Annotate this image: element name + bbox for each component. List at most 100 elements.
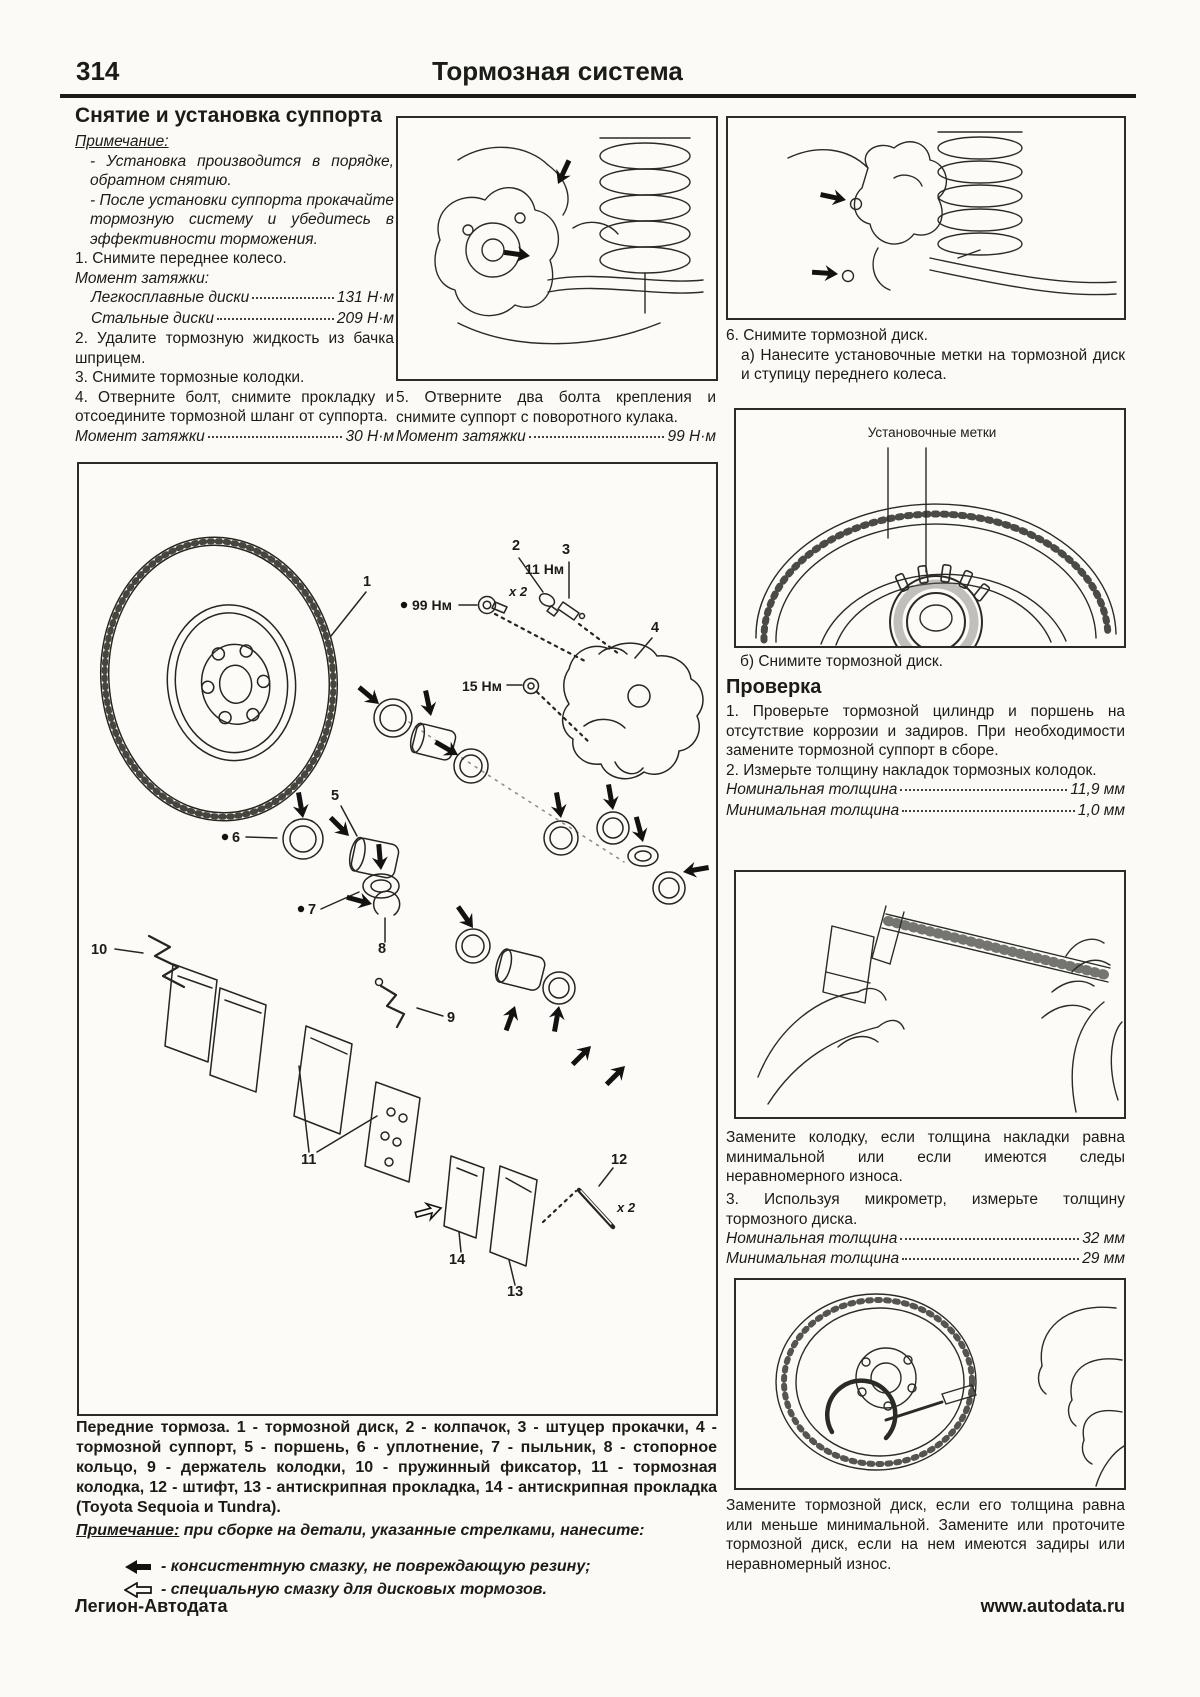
torque-label: 11 Нм <box>525 561 564 577</box>
note-text: Замените колодку, если толщина накладки … <box>726 1129 1125 1186</box>
step6b-block: б) Снимите тормозной диск. <box>740 652 1125 672</box>
page-number: 314 <box>76 56 120 86</box>
substep: а) Нанесите установочные метки на тормоз… <box>741 346 1125 384</box>
spec-value: 209 Н·м <box>336 309 394 327</box>
parts-list: Передние тормоза. 1 - тормозной диск, 2 … <box>76 1419 717 1516</box>
legend-solid-arrow: - консистентную смазку, не повреждающую … <box>76 1557 717 1577</box>
multiplier-label: x 2 <box>508 584 528 599</box>
torque-label: Момент затяжки: <box>75 269 210 287</box>
check-heading: Проверка <box>726 676 822 698</box>
outline-arrow-icon <box>124 1582 152 1598</box>
disc-measure-drawing <box>775 1293 1124 1487</box>
step: 4. Отверните болт, снимите прокладку и о… <box>75 388 394 426</box>
spec-label: Минимальная толщина <box>726 1250 900 1268</box>
step: 2. Измерьте толщину накладок тормозных к… <box>726 761 1097 779</box>
part-number: 2 <box>512 538 520 554</box>
legend-text: - консистентную смазку, не повреждающую … <box>161 1558 591 1575</box>
section-heading: Снятие и установка суппорта <box>75 104 382 127</box>
legend-outline-arrow: - специальную смазку для дисковых тормоз… <box>76 1580 717 1600</box>
torque-label: 15 Нм <box>462 678 502 694</box>
figure-front-brake-exploded: 1 2 3 4 5 6 7 8 9 10 11 12 13 14 99 Нм 1… <box>77 462 718 1416</box>
dotted-leader <box>207 435 343 438</box>
dotted-leader <box>528 436 665 439</box>
figure-caliper-removal <box>396 116 718 381</box>
front-brake-exploded-drawing: 1 2 3 4 5 6 7 8 9 10 11 12 13 14 99 Нм 1… <box>91 536 710 1300</box>
spec-value: 1,0 мм <box>1077 801 1125 819</box>
step: 1. Снимите переднее колесо. <box>75 250 287 268</box>
note-line: - Установка производится в порядке, обра… <box>90 152 394 190</box>
check3-block: 3. Используя микрометр, измерьте толщину… <box>726 1190 1125 1270</box>
page-title: Тормозная система <box>432 56 683 86</box>
part-number: 14 <box>449 1252 465 1268</box>
spec-value: 30 Н·м <box>345 427 394 445</box>
part-number: 10 <box>91 942 107 958</box>
spec-value: 99 Н·м <box>667 428 716 446</box>
step: 3. Используя микрометр, измерьте толщину… <box>726 1191 1125 1228</box>
site-footer: www.autodata.ru <box>980 1596 1125 1616</box>
part-number: 8 <box>378 941 386 957</box>
part-number: 13 <box>507 1284 523 1300</box>
spec-value: 32 мм <box>1082 1230 1125 1248</box>
spec-line: Момент затяжки 30 Н·м <box>75 427 394 447</box>
figure-disc-measure <box>734 1278 1126 1490</box>
step: 1. Проверьте тормозной цилиндр и поршень… <box>726 703 1125 760</box>
dotted-leader <box>900 1238 1080 1241</box>
figure-caption-step5: 5. Отверните два болта крепления и сними… <box>396 388 716 447</box>
marks-label: Установочные метки <box>868 425 997 440</box>
publisher-footer: Легион-Автодата <box>75 1596 228 1616</box>
substep: б) Снимите тормозной диск. <box>740 653 943 670</box>
spec-value: 11,9 мм <box>1070 781 1125 799</box>
part-number: 9 <box>447 1010 455 1026</box>
dotted-leader <box>900 789 1068 792</box>
dotted-leader <box>902 809 1075 812</box>
spec-label: Номинальная толщина <box>726 1230 898 1248</box>
spec-label: Минимальная толщина <box>726 801 900 819</box>
caption-note: Примечание: при сборке на детали, указан… <box>76 1521 717 1541</box>
spec-label: Момент затяжки <box>75 427 205 445</box>
note-line: - После установки суппорта прокачайте то… <box>90 191 394 248</box>
caliper-bolts-drawing <box>787 131 1117 296</box>
dotted-leader <box>902 1258 1080 1261</box>
note-text: при сборке на детали, указанные стрелкам… <box>179 1522 645 1539</box>
part-number: 11 <box>301 1152 316 1168</box>
figure-disc-marks: Установочные метки <box>734 408 1126 648</box>
spec-label: Легкосплавные диски <box>91 289 250 307</box>
spec-line: Стальные диски 209 Н·м <box>75 309 394 329</box>
disc-note-block: Замените тормозной диск, если его толщин… <box>726 1496 1125 1574</box>
solid-arrow-icon <box>125 1560 151 1574</box>
note-text: Замените тормозной диск, если его толщин… <box>726 1497 1125 1573</box>
part-number: 4 <box>651 620 659 636</box>
part-number: 3 <box>562 542 570 558</box>
step: 5. Отверните два болта крепления и сними… <box>396 389 716 426</box>
spec-line: Номинальная толщина 32 мм <box>726 1229 1125 1249</box>
part-number: 7 <box>308 902 316 918</box>
spec-label: Стальные диски <box>91 309 215 327</box>
part-number: 5 <box>331 788 339 804</box>
torque-label: 99 Нм <box>412 597 452 613</box>
part-number: 12 <box>611 1152 627 1168</box>
note-label: Примечание: <box>75 133 169 151</box>
disc-marks-drawing: Установочные метки <box>755 425 1117 646</box>
spec-line: Легкосплавные диски 131 Н·м <box>75 288 394 308</box>
step: 6. Снимите тормозной диск. <box>726 327 928 344</box>
spec-value: 29 мм <box>1082 1250 1125 1268</box>
figure-pad-measure <box>734 870 1126 1119</box>
step: 2. Удалите тормозную жидкость из бачка ш… <box>75 330 394 367</box>
note-label: Примечание: <box>76 1522 180 1539</box>
spec-value: 131 Н·м <box>336 289 394 307</box>
diagram-caption: Передние тормоза. 1 - тормозной диск, 2 … <box>76 1418 717 1600</box>
multiplier-label: x 2 <box>616 1200 636 1215</box>
spec-label: Номинальная толщина <box>726 781 898 799</box>
outline-arrow-icon <box>413 1199 444 1224</box>
check-block: 1. Проверьте тормозной цилиндр и поршень… <box>726 702 1125 821</box>
caliper-removal-drawing <box>434 137 704 345</box>
legend-text: - специальную смазку для дисковых тормоз… <box>161 1581 547 1598</box>
spec-line: Минимальная толщина 29 мм <box>726 1249 1125 1269</box>
spec-line: Минимальная толщина 1,0 мм <box>726 801 1125 821</box>
dotted-leader <box>252 297 334 300</box>
spec-line: Момент затяжки 99 Н·м <box>396 427 716 447</box>
step6-block: 6. Снимите тормозной диск. а) Нанесите у… <box>726 326 1125 385</box>
pad-note-block: Замените колодку, если толщина накладки … <box>726 1128 1125 1187</box>
spec-line: Номинальная толщина 11,9 мм <box>726 780 1125 800</box>
